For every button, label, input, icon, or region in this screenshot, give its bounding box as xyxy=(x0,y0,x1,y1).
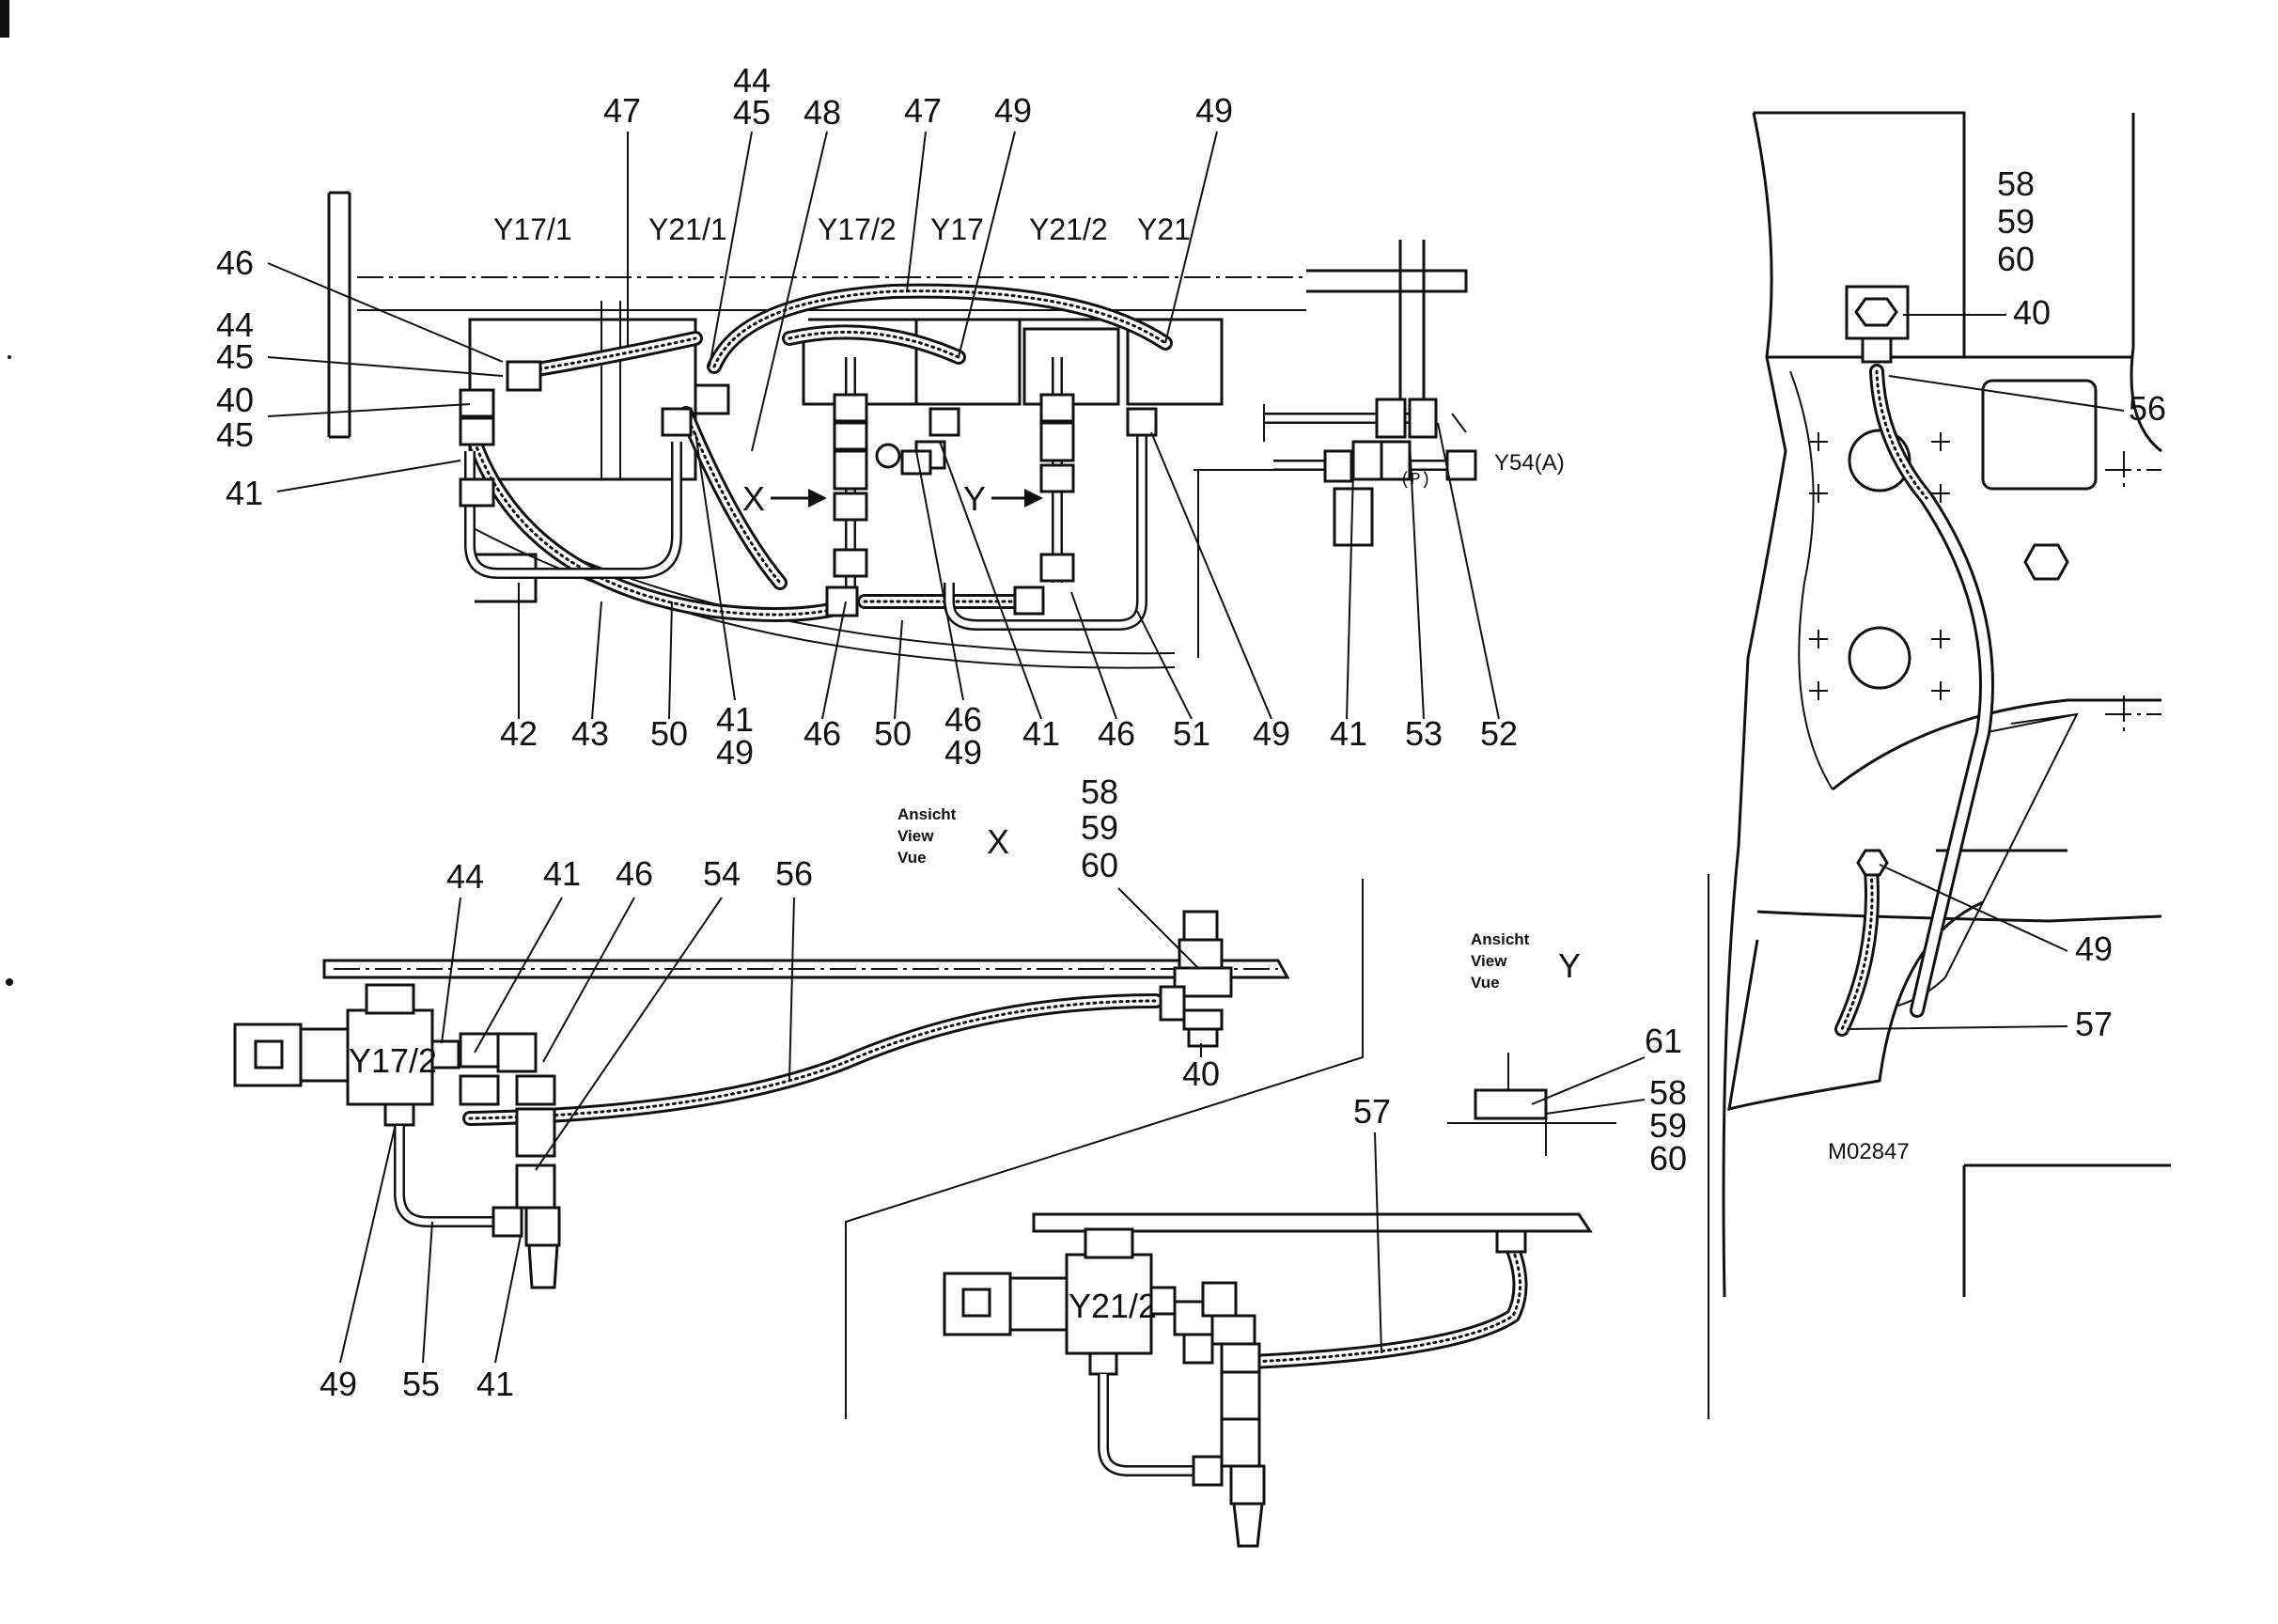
callout-top-49a: 49 xyxy=(994,91,1032,130)
side-view: 58 59 60 40 56 49 57 M02847 xyxy=(1708,111,2171,1419)
view-x-callout-44: 44 xyxy=(446,857,484,896)
view-x-callout-54: 54 xyxy=(703,854,741,893)
port-p-label: (P) xyxy=(1400,471,1430,490)
view-x-letter: X xyxy=(987,822,1009,861)
callout-bottom-42: 42 xyxy=(500,714,538,753)
callout-bottom-49a: 49 xyxy=(716,733,754,772)
view-y-callout-58: 58 xyxy=(1649,1073,1687,1112)
callout-bottom-46c: 46 xyxy=(1098,714,1135,753)
hose-49-upper xyxy=(782,324,966,365)
valve-label-y21-2: Y21/2 xyxy=(1029,212,1108,246)
view-y-callout-59: 59 xyxy=(1649,1106,1687,1145)
view-x-callout-46: 46 xyxy=(616,854,653,893)
side-callout-58: 58 xyxy=(1997,164,2035,203)
y54-valve-cluster xyxy=(1263,398,1477,547)
view-y-callout-61: 61 xyxy=(1645,1022,1682,1060)
view-x-callout-58: 58 xyxy=(1081,773,1118,811)
view-x-valve-label: Y17/2 xyxy=(349,1041,437,1080)
hose-41 xyxy=(679,406,788,590)
callout-top-45: 45 xyxy=(733,93,771,132)
callout-bottom-53: 53 xyxy=(1405,714,1443,753)
view-arrow-x-label: X xyxy=(742,479,765,518)
callout-bottom-46a: 46 xyxy=(804,714,841,753)
view-y-callout-60: 60 xyxy=(1649,1139,1687,1178)
pipe-42 xyxy=(464,442,682,579)
view-arrow-x: X xyxy=(742,479,827,518)
callout-bottom-41a: 41 xyxy=(716,700,754,739)
hose-47-left xyxy=(519,331,703,379)
fittings-main xyxy=(459,360,1158,617)
main-view: X Y Y17/1 Y21/1 Y17/2 Y17 Y21/2 Y21 Y54(… xyxy=(216,61,1565,772)
callout-bottom-50a: 50 xyxy=(650,714,688,753)
view-x-title-line-2: View xyxy=(897,827,934,845)
view-x-callout-40: 40 xyxy=(1182,1054,1220,1093)
callout-top-49b: 49 xyxy=(1195,91,1233,130)
view-x-callout-56: 56 xyxy=(775,854,813,893)
hose-47-right xyxy=(707,283,1173,374)
view-x: Ansicht View Vue X Y17/2 xyxy=(233,773,1364,1419)
view-x-callout-55: 55 xyxy=(402,1365,440,1403)
view-x-callout-41b: 41 xyxy=(476,1365,514,1403)
side-callout-60: 60 xyxy=(1997,240,2035,278)
callout-bottom-52: 52 xyxy=(1480,714,1518,753)
drawing-number: M02847 xyxy=(1828,1139,1910,1164)
callout-top-48: 48 xyxy=(804,93,841,132)
callout-top-44: 44 xyxy=(733,61,771,100)
side-callout-59: 59 xyxy=(1997,202,2035,241)
side-callout-56: 56 xyxy=(2129,389,2166,428)
hose-43 xyxy=(467,434,853,622)
callout-bottom-49c: 49 xyxy=(1253,714,1290,753)
view-y-title-line-3: Vue xyxy=(1471,974,1500,992)
callout-bottom-46b: 46 xyxy=(944,700,982,739)
side-callout-57: 57 xyxy=(2075,1005,2113,1043)
pipe-51 xyxy=(944,423,1147,631)
view-x-callout-41a: 41 xyxy=(543,854,581,893)
valve-label-y17: Y17 xyxy=(930,212,984,246)
callout-left-44: 44 xyxy=(216,305,254,344)
valve-label-y21: Y21 xyxy=(1137,212,1191,246)
view-x-callout-49: 49 xyxy=(320,1365,357,1403)
callout-bottom-51: 51 xyxy=(1173,714,1210,753)
valve-label-y17-2: Y17/2 xyxy=(818,212,897,246)
valve-label-y17-1: Y17/1 xyxy=(493,212,572,246)
callout-bottom-49b: 49 xyxy=(944,733,982,772)
view-y-valve-label: Y21/2 xyxy=(1069,1287,1157,1325)
view-arrow-y: Y xyxy=(963,479,1043,518)
view-x-callout-59: 59 xyxy=(1081,808,1118,847)
corner-mark xyxy=(0,0,9,38)
valve-label-y21-1: Y21/1 xyxy=(648,212,727,246)
view-y-title-line-1: Ansicht xyxy=(1471,930,1530,948)
callout-bottom-43: 43 xyxy=(571,714,609,753)
callout-left-45a: 45 xyxy=(216,337,254,376)
view-x-callout-60: 60 xyxy=(1081,846,1118,884)
callout-left-45b: 45 xyxy=(216,415,254,454)
view-arrow-y-label: Y xyxy=(963,479,986,518)
view-y-letter: Y xyxy=(1558,946,1581,985)
callout-top-47a: 47 xyxy=(603,91,641,130)
callout-bottom-50b: 50 xyxy=(874,714,912,753)
callout-bottom-41c: 41 xyxy=(1330,714,1367,753)
view-y: Ansicht View Vue Y 61 58 59 60 Y21/2 xyxy=(943,930,1687,1548)
view-x-title-line-3: Vue xyxy=(897,849,927,867)
view-x-title-line-1: Ansicht xyxy=(897,805,957,823)
callout-bottom-41b: 41 xyxy=(1022,714,1060,753)
y54-label: Y54(A) xyxy=(1494,450,1565,476)
side-callout-40: 40 xyxy=(2013,293,2051,332)
view-y-callout-57: 57 xyxy=(1353,1092,1391,1131)
callout-left-41: 41 xyxy=(226,474,263,512)
view-y-title-line-2: View xyxy=(1471,952,1507,970)
callout-left-46: 46 xyxy=(216,243,254,282)
callout-top-47b: 47 xyxy=(904,91,942,130)
side-callout-49: 49 xyxy=(2075,929,2113,968)
callout-left-40: 40 xyxy=(216,381,254,419)
